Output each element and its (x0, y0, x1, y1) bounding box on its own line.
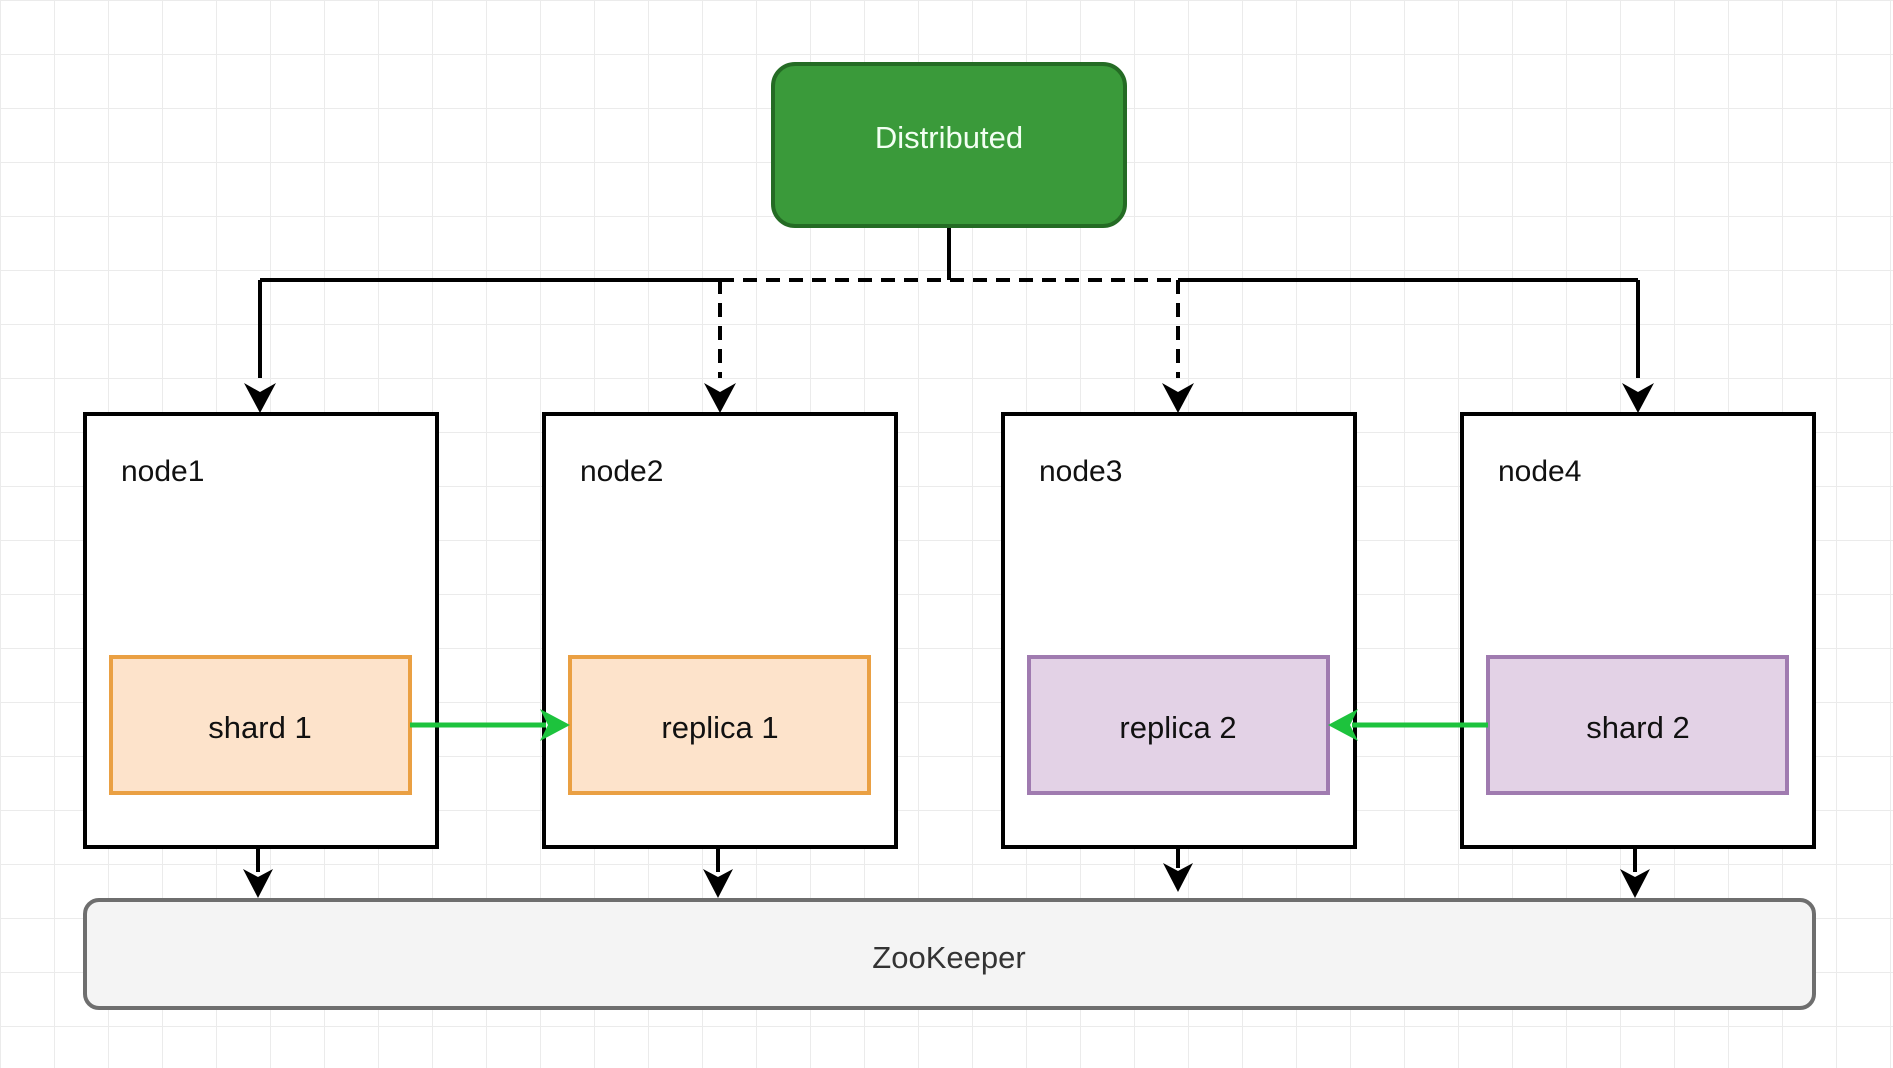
shard-2[interactable]: shard 2 (1486, 655, 1789, 795)
arrowhead-node3 (1162, 383, 1194, 413)
distributed-label: Distributed (875, 120, 1023, 155)
shard-label: shard 1 (208, 710, 311, 745)
arrowhead-node4 (1622, 383, 1654, 413)
zookeeper[interactable]: ZooKeeper (83, 898, 1816, 1010)
arrowhead-node1-zk (243, 869, 273, 898)
node-label: node1 (121, 455, 204, 488)
shard-box[interactable] (1486, 655, 1789, 795)
node-label: node2 (580, 455, 663, 488)
replica-1[interactable]: replica 1 (568, 655, 871, 795)
distributed-table[interactable]: Distributed (771, 62, 1127, 228)
zookeeper-arrowheads (243, 863, 1650, 898)
replication-arrows (410, 709, 1488, 741)
shard-box[interactable] (109, 655, 412, 795)
shard-1[interactable]: shard 1 (109, 655, 412, 795)
distribution-arrowheads (244, 383, 1654, 413)
replication-arrowhead-replica1 (540, 709, 570, 741)
node-label: node4 (1498, 455, 1581, 488)
distributed-box[interactable] (771, 62, 1127, 228)
arrowhead-node3-zk (1163, 863, 1193, 892)
replica-2[interactable]: replica 2 (1027, 655, 1330, 795)
replica-label: replica 1 (661, 710, 778, 745)
node-label: node3 (1039, 455, 1122, 488)
replica-label: replica 2 (1119, 710, 1236, 745)
replication-arrowhead-replica2 (1328, 709, 1358, 741)
shard-label: shard 2 (1586, 710, 1689, 745)
arrowhead-node2-zk (703, 869, 733, 898)
zookeeper-label: ZooKeeper (872, 940, 1025, 975)
zookeeper-connectors (256, 847, 1637, 872)
arrowhead-node2 (704, 383, 736, 413)
replica-box[interactable] (1027, 655, 1330, 795)
distribution-connectors (258, 226, 1640, 378)
zookeeper-box[interactable] (83, 898, 1816, 1010)
arrowhead-node4-zk (1620, 869, 1650, 898)
arrowhead-node1 (244, 383, 276, 413)
